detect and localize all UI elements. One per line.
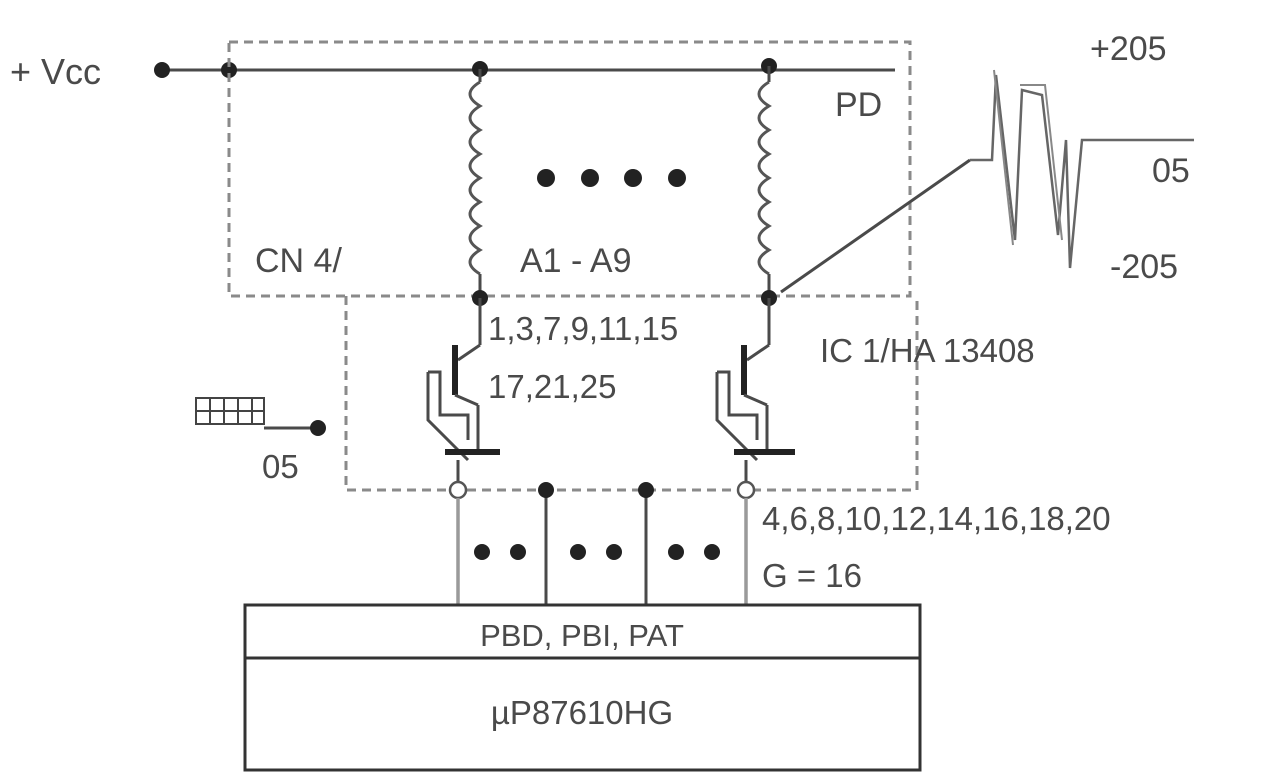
vcc-label: + Vcc — [10, 51, 101, 92]
bus-lines — [456, 482, 748, 605]
coil-left — [468, 69, 488, 306]
microcontroller — [243, 603, 922, 772]
gain-label: G = 16 — [762, 557, 862, 594]
pd-label: PD — [835, 86, 882, 124]
ic-label: IC 1/HA 13408 — [820, 332, 1035, 369]
pins-label-b: 17,21,25 — [488, 368, 616, 405]
ground-symbol — [195, 397, 326, 436]
driver-ic-box — [344, 296, 919, 492]
chip-label: µP87610HG — [491, 694, 673, 731]
transistor-left — [426, 298, 500, 500]
waveform-top-label: +205 — [1090, 30, 1167, 68]
coil-ellipsis — [537, 169, 686, 187]
cn-label: CN 4/ — [255, 242, 342, 280]
pulse-waveform — [780, 69, 1194, 294]
bus-ellipsis — [474, 544, 720, 560]
waveform-bottom-label: -205 — [1110, 248, 1178, 286]
coils-label: A1 - A9 — [520, 242, 632, 280]
pins-label-a: 1,3,7,9,11,15 — [488, 310, 678, 347]
waveform-mid-label: 05 — [1152, 152, 1190, 190]
coil-module-box — [227, 40, 912, 298]
ground-05-label: 05 — [262, 448, 299, 485]
transistor-right — [715, 298, 795, 500]
vcc-rail — [154, 58, 895, 78]
ports-label: PBD, PBI, PAT — [480, 618, 684, 653]
pins-out-label: 4,6,8,10,12,14,16,18,20 — [762, 500, 1111, 537]
coil-right — [757, 66, 777, 306]
